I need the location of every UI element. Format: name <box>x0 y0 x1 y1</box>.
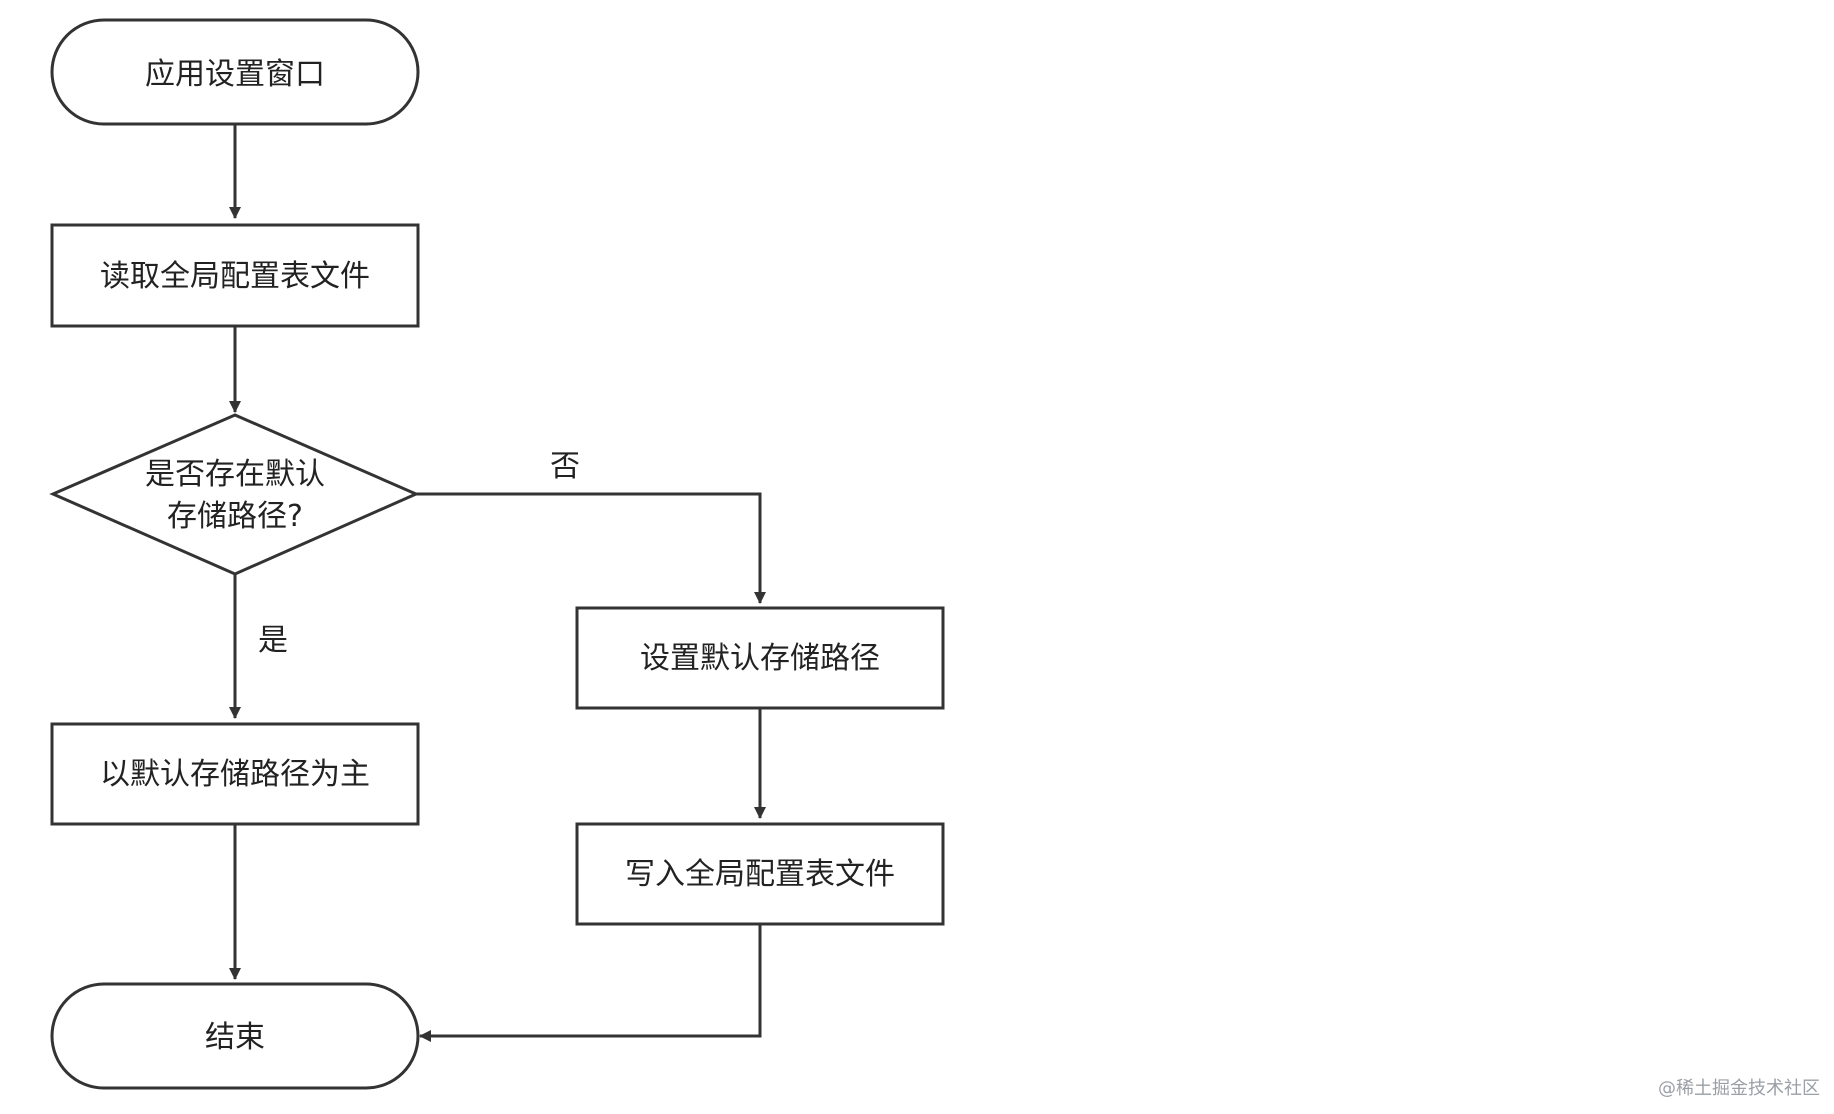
use-default-node <box>50 722 420 826</box>
decision-node <box>49 413 420 576</box>
edge-write-to-end <box>419 924 762 1042</box>
edge-label-no: 否 <box>550 449 580 484</box>
edge-decision-no <box>416 492 766 604</box>
decision-label-line2: 存储路径? <box>167 499 303 534</box>
start-node-label: 应用设置窗口 <box>145 57 325 92</box>
set-default-node <box>575 606 945 710</box>
decision-label-line1: 是否存在默认 <box>145 457 325 492</box>
write-config-node <box>575 822 945 926</box>
end-node-label: 结束 <box>205 1020 265 1055</box>
use-default-label: 以默认存储路径为主 <box>100 757 370 792</box>
set-default-label: 设置默认存储路径 <box>640 641 880 676</box>
edge-label-yes: 是 <box>258 623 288 658</box>
watermark: @稀土掘金技术社区 <box>1658 1078 1820 1099</box>
read-config-node <box>50 223 420 328</box>
start-node <box>50 18 420 126</box>
write-config-label: 写入全局配置表文件 <box>625 857 895 892</box>
read-config-label: 读取全局配置表文件 <box>100 259 370 294</box>
end-node <box>50 982 420 1090</box>
